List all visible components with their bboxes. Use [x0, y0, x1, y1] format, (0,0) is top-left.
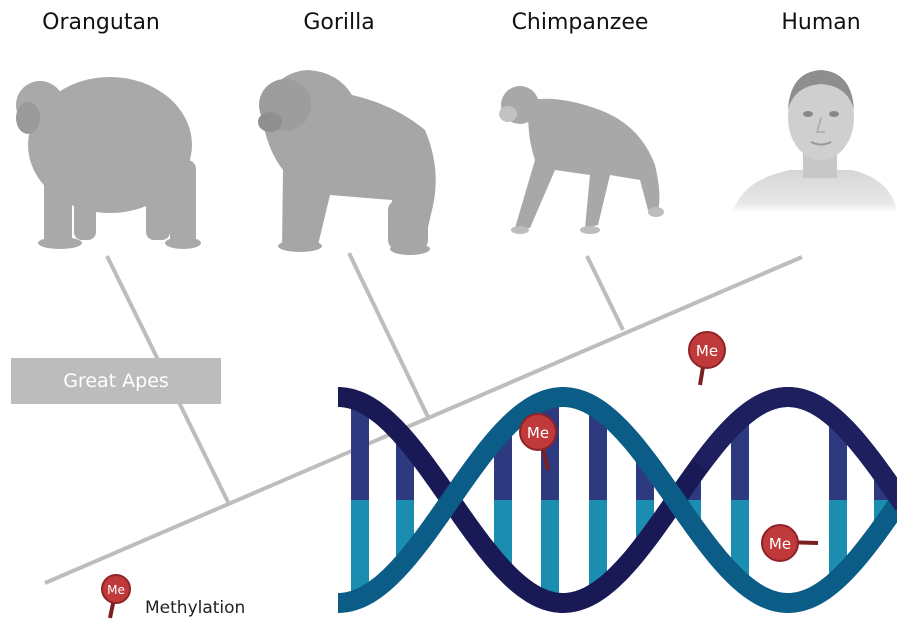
legend-methyl-icon: Me [102, 575, 130, 618]
dna-strand-crossing [700, 397, 897, 505]
dna-double-helix [330, 397, 897, 603]
species-label-gorilla: Gorilla [303, 10, 374, 35]
species-label-orangutan: Orangutan [42, 10, 160, 35]
methyl-tag-label: Me [527, 424, 549, 442]
methyl-tag-label: Me [696, 342, 718, 360]
legend-label: Methylation [145, 598, 245, 618]
human-head-icon [733, 70, 897, 212]
methyl-marker: Me [762, 525, 818, 561]
methyl-tag-label: Me [107, 583, 125, 597]
species-label-human: Human [781, 10, 860, 35]
base-pair-segment [541, 500, 559, 601]
methyl-tag-label: Me [769, 535, 791, 553]
clade-label-great-apes: Great Apes [11, 358, 221, 404]
chimpanzee-icon [499, 86, 664, 234]
branch-chimpanzee [587, 256, 623, 330]
gorilla-icon [258, 70, 436, 255]
species-label-chimpanzee: Chimpanzee [512, 10, 649, 35]
orangutan-icon [16, 77, 201, 249]
methyl-marker: Me [689, 332, 725, 385]
